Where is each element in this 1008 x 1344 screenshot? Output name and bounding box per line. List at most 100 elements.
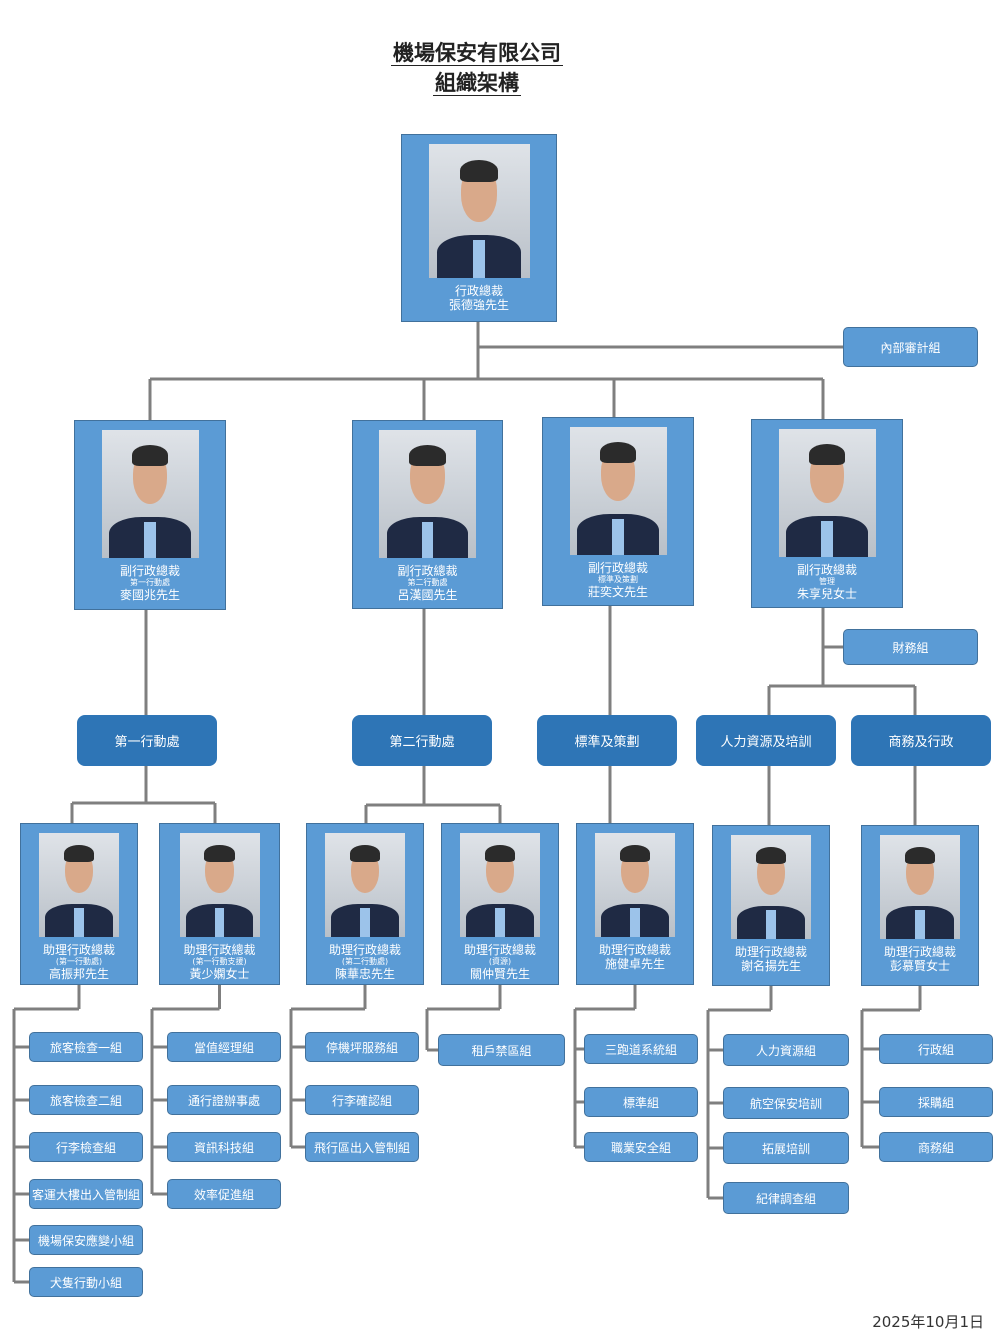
unit-box[interactable]: 旅客檢查一組 — [29, 1032, 143, 1062]
portrait-photo — [569, 427, 667, 555]
person-division: 第一行動處 — [130, 578, 170, 587]
assistant-ceo-box[interactable]: 助理行政總裁(第二行動處)陳華忠先生 — [306, 823, 424, 985]
person-division: (第二行動處) — [341, 957, 389, 966]
person-division: 第二行動處 — [407, 578, 448, 587]
internal-audit-unit[interactable]: 內部審計組 — [843, 327, 978, 367]
person-name: 高振邦先生 — [48, 967, 109, 981]
assistant-ceo-box[interactable]: 助理行政總裁施健卓先生 — [576, 823, 694, 985]
date-label: 2025年10月1日 — [872, 1313, 984, 1331]
portrait-photo — [428, 144, 530, 278]
unit-box[interactable]: 停機坪服務組 — [305, 1032, 419, 1062]
unit-box[interactable]: 飛行區出入管制組 — [305, 1132, 419, 1162]
person-division: 標準及策劃 — [598, 575, 638, 584]
person-division: (第一行動支援) — [192, 957, 247, 966]
person-role: 助理行政總裁 — [328, 943, 401, 957]
portrait-photo — [880, 835, 960, 939]
assistant-ceo-box[interactable]: 助理行政總裁(資源)關仲賢先生 — [441, 823, 559, 985]
portrait-photo — [179, 833, 260, 937]
unit-box[interactable]: 行李確認組 — [305, 1085, 419, 1115]
person-role: 助理行政總裁 — [883, 945, 956, 959]
chart-title: 機場保安有限公司 — [0, 37, 954, 67]
person-name: 施健卓先生 — [604, 957, 665, 971]
department-box[interactable]: 標準及策劃 — [537, 715, 677, 766]
unit-box[interactable]: 紀律調查組 — [723, 1182, 849, 1214]
unit-box[interactable]: 資訊科技組 — [167, 1132, 281, 1162]
person-caption: 副行政總裁第一行動處麥國兆先生 — [75, 564, 225, 602]
person-role: 副行政總裁 — [587, 561, 648, 575]
person-name: 關仲賢先生 — [469, 967, 530, 981]
person-name: 陳華忠先生 — [334, 967, 395, 981]
person-name: 莊奕文先生 — [587, 585, 648, 599]
person-name: 朱享兒女士 — [796, 587, 857, 601]
unit-box[interactable]: 租戶禁區組 — [438, 1034, 565, 1066]
portrait-photo — [778, 429, 876, 557]
portrait-photo — [595, 833, 675, 937]
unit-box[interactable]: 標準組 — [584, 1087, 698, 1117]
unit-box[interactable]: 客運大樓出入管制組 — [29, 1179, 143, 1209]
person-role: 副行政總裁 — [397, 564, 458, 578]
person-caption: 助理行政總裁(資源)關仲賢先生 — [442, 943, 558, 981]
chart-subtitle: 組織架構 — [0, 67, 954, 97]
person-name: 黃少嫻女士 — [189, 967, 250, 981]
person-name: 張德強先生 — [448, 298, 509, 312]
person-caption: 助理行政總裁施健卓先生 — [577, 943, 693, 971]
person-division: (第一行動處) — [55, 957, 103, 966]
assistant-ceo-box[interactable]: 助理行政總裁謝名揚先生 — [712, 825, 830, 986]
finance-unit[interactable]: 財務組 — [843, 629, 978, 665]
assistant-ceo-box[interactable]: 助理行政總裁彭慕賢女士 — [861, 825, 979, 986]
unit-box[interactable]: 職業安全組 — [584, 1132, 698, 1162]
department-box[interactable]: 人力資源及培訓 — [696, 715, 836, 766]
deputy-ceo-box[interactable]: 副行政總裁第一行動處麥國兆先生 — [74, 420, 226, 610]
portrait-photo — [39, 833, 119, 937]
person-role: 助理行政總裁 — [42, 943, 115, 957]
person-role: 助理行政總裁 — [463, 943, 536, 957]
deputy-ceo-box[interactable]: 副行政總裁標準及策劃莊奕文先生 — [542, 417, 694, 606]
portrait-photo — [731, 835, 811, 939]
unit-box[interactable]: 人力資源組 — [723, 1034, 849, 1066]
unit-box[interactable]: 拓展培訓 — [723, 1132, 849, 1164]
title-line-2: 組織架構 — [433, 71, 521, 96]
person-caption: 行政總裁張德強先生 — [402, 284, 556, 312]
person-division: (資源) — [488, 957, 512, 966]
person-caption: 助理行政總裁彭慕賢女士 — [862, 945, 978, 973]
unit-box[interactable]: 行政組 — [879, 1034, 993, 1064]
person-role: 行政總裁 — [454, 284, 503, 298]
person-role: 助理行政總裁 — [734, 945, 807, 959]
portrait-photo — [101, 430, 199, 558]
person-role: 副行政總裁 — [119, 564, 180, 578]
unit-box[interactable]: 行李檢查組 — [29, 1132, 143, 1162]
department-box[interactable]: 第二行動處 — [352, 715, 492, 766]
person-division: 管理 — [819, 577, 835, 586]
person-caption: 副行政總裁管理朱享兒女士 — [752, 563, 902, 601]
person-caption: 助理行政總裁(第一行動支援)黃少嫻女士 — [160, 943, 279, 981]
unit-box[interactable]: 商務組 — [879, 1132, 993, 1162]
person-caption: 副行政總裁第二行動處呂漢國先生 — [353, 564, 502, 602]
person-role: 助理行政總裁 — [183, 943, 256, 957]
deputy-ceo-box[interactable]: 副行政總裁管理朱享兒女士 — [751, 419, 903, 608]
person-caption: 助理行政總裁(第二行動處)陳華忠先生 — [307, 943, 423, 981]
person-role: 助理行政總裁 — [598, 943, 671, 957]
assistant-ceo-box[interactable]: 助理行政總裁(第一行動支援)黃少嫻女士 — [159, 823, 280, 985]
portrait-photo — [460, 833, 540, 937]
person-caption: 助理行政總裁(第一行動處)高振邦先生 — [21, 943, 137, 981]
unit-box[interactable]: 犬隻行動小組 — [29, 1267, 143, 1297]
unit-box[interactable]: 機場保安應變小組 — [29, 1225, 143, 1255]
person-caption: 副行政總裁標準及策劃莊奕文先生 — [543, 561, 693, 599]
department-box[interactable]: 商務及行政 — [851, 715, 991, 766]
ceo-box[interactable]: 行政總裁張德強先生 — [401, 134, 557, 322]
person-caption: 助理行政總裁謝名揚先生 — [713, 945, 829, 973]
unit-box[interactable]: 三跑道系統組 — [584, 1034, 698, 1064]
unit-box[interactable]: 旅客檢查二組 — [29, 1085, 143, 1115]
unit-box[interactable]: 效率促進組 — [167, 1179, 281, 1209]
title-line-1: 機場保安有限公司 — [391, 41, 563, 66]
person-name: 彭慕賢女士 — [889, 959, 950, 973]
unit-box[interactable]: 通行證辦事處 — [167, 1085, 281, 1115]
department-box[interactable]: 第一行動處 — [77, 715, 217, 766]
deputy-ceo-box[interactable]: 副行政總裁第二行動處呂漢國先生 — [352, 420, 503, 609]
unit-box[interactable]: 航空保安培訓 — [723, 1087, 849, 1119]
unit-box[interactable]: 採購組 — [879, 1087, 993, 1117]
person-name: 麥國兆先生 — [119, 588, 180, 602]
unit-box[interactable]: 當值經理組 — [167, 1032, 281, 1062]
assistant-ceo-box[interactable]: 助理行政總裁(第一行動處)高振邦先生 — [20, 823, 138, 985]
